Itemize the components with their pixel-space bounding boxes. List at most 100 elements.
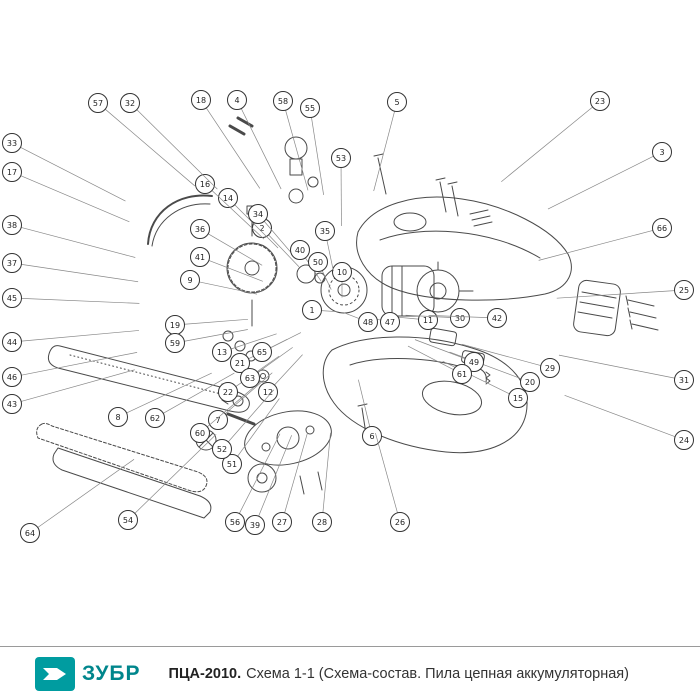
callout-number-2: 2 bbox=[259, 224, 264, 233]
callout-number-41: 41 bbox=[195, 253, 205, 262]
callout-leader-25 bbox=[556, 290, 675, 299]
callout-number-20: 20 bbox=[525, 378, 535, 387]
zubr-logo-icon bbox=[35, 656, 75, 691]
callout-leader-2 bbox=[268, 234, 300, 268]
callout-number-56: 56 bbox=[230, 518, 240, 527]
callout-number-16: 16 bbox=[200, 180, 210, 189]
callout-number-19: 19 bbox=[170, 321, 180, 330]
schema-caption: ПЦА-2010.Схема 1-1 (Схема-состав. Пила ц… bbox=[169, 666, 629, 682]
callout-55 bbox=[300, 98, 320, 118]
callout-number-11: 11 bbox=[423, 316, 433, 325]
callout-leader-49 bbox=[414, 339, 466, 359]
callout-64 bbox=[20, 523, 40, 543]
callout-25 bbox=[674, 280, 694, 300]
callout-number-9: 9 bbox=[187, 276, 192, 285]
callout-10 bbox=[332, 262, 352, 282]
callout-8 bbox=[108, 407, 128, 427]
callout-leader-44 bbox=[21, 330, 140, 342]
callout-number-28: 28 bbox=[317, 518, 327, 527]
callout-23 bbox=[590, 91, 610, 111]
callout-number-64: 64 bbox=[25, 529, 35, 538]
callout-leader-3 bbox=[547, 155, 654, 210]
callout-47 bbox=[380, 312, 400, 332]
callout-40 bbox=[290, 240, 310, 260]
callout-number-13: 13 bbox=[217, 348, 227, 357]
callout-leader-51 bbox=[237, 398, 280, 457]
callout-26 bbox=[390, 512, 410, 532]
caption-text: Схема 1-1 (Схема-состав. Пила цепная акк… bbox=[246, 665, 629, 682]
callout-number-54: 54 bbox=[123, 516, 133, 525]
callout-leader-64 bbox=[37, 459, 135, 528]
callout-number-15: 15 bbox=[513, 394, 523, 403]
callout-35 bbox=[315, 221, 335, 241]
callout-leader-7 bbox=[224, 372, 273, 415]
callout-34 bbox=[248, 204, 268, 224]
callout-number-60: 60 bbox=[195, 429, 205, 438]
callout-3 bbox=[652, 142, 672, 162]
callout-number-44: 44 bbox=[7, 338, 17, 347]
callout-number-10: 10 bbox=[337, 268, 347, 277]
callout-leader-38 bbox=[21, 227, 136, 258]
callout-number-7: 7 bbox=[215, 416, 220, 425]
callout-leader-8 bbox=[126, 372, 212, 414]
callout-leader-54 bbox=[134, 434, 217, 514]
callout-number-58: 58 bbox=[278, 97, 288, 106]
callout-number-42: 42 bbox=[492, 314, 502, 323]
callout-21 bbox=[230, 353, 250, 373]
callout-leader-35 bbox=[326, 240, 334, 272]
callout-leader-41 bbox=[208, 260, 263, 282]
callout-number-49: 49 bbox=[469, 358, 479, 367]
callout-leader-66 bbox=[538, 230, 653, 261]
callout-62 bbox=[145, 408, 165, 428]
callout-leader-57 bbox=[104, 108, 196, 187]
callout-leader-18 bbox=[205, 107, 261, 189]
callout-30 bbox=[450, 308, 470, 328]
callout-18 bbox=[191, 90, 211, 110]
callout-number-48: 48 bbox=[363, 318, 373, 327]
callout-48 bbox=[358, 312, 378, 332]
callout-leader-63 bbox=[257, 347, 293, 373]
callout-number-57: 57 bbox=[93, 99, 103, 108]
callout-16 bbox=[195, 174, 215, 194]
callout-leader-5 bbox=[373, 111, 395, 192]
callout-17 bbox=[2, 162, 22, 182]
callout-leader-39 bbox=[258, 435, 292, 517]
callout-number-43: 43 bbox=[7, 400, 17, 409]
callout-number-21: 21 bbox=[235, 359, 245, 368]
callout-leader-37 bbox=[21, 264, 139, 283]
callout-number-38: 38 bbox=[7, 221, 17, 230]
zubr-logo: ЗУБР bbox=[35, 656, 141, 691]
callout-15 bbox=[508, 388, 528, 408]
callout-number-66: 66 bbox=[657, 224, 667, 233]
callout-31 bbox=[674, 370, 694, 390]
callout-leader-6 bbox=[358, 379, 371, 427]
callout-leader-19 bbox=[184, 318, 248, 325]
callout-leader-59 bbox=[184, 329, 248, 342]
callout-number-62: 62 bbox=[150, 414, 160, 423]
callout-number-37: 37 bbox=[7, 259, 17, 268]
callout-66 bbox=[652, 218, 672, 238]
callout-39 bbox=[245, 515, 265, 535]
callout-leader-43 bbox=[21, 369, 135, 402]
callout-29 bbox=[540, 358, 560, 378]
callout-leader-16 bbox=[211, 190, 265, 240]
callout-leader-12 bbox=[274, 354, 303, 386]
callout-leader-60 bbox=[207, 380, 262, 428]
callout-number-24: 24 bbox=[679, 436, 689, 445]
callout-leader-58 bbox=[285, 110, 309, 191]
callout-leader-32 bbox=[136, 109, 218, 190]
model-number: ПЦА-2010. bbox=[168, 665, 242, 682]
callout-leader-42 bbox=[428, 315, 488, 318]
callout-27 bbox=[272, 512, 292, 532]
callout-leader-62 bbox=[163, 372, 235, 414]
callout-49 bbox=[464, 352, 484, 372]
callout-leader-61 bbox=[407, 345, 454, 370]
callout-leader-27 bbox=[284, 432, 308, 513]
callout-leader-46 bbox=[21, 352, 138, 376]
callout-number-4: 4 bbox=[234, 96, 239, 105]
callout-number-53: 53 bbox=[336, 154, 346, 163]
callout-58 bbox=[273, 91, 293, 111]
callout-5 bbox=[387, 92, 407, 112]
